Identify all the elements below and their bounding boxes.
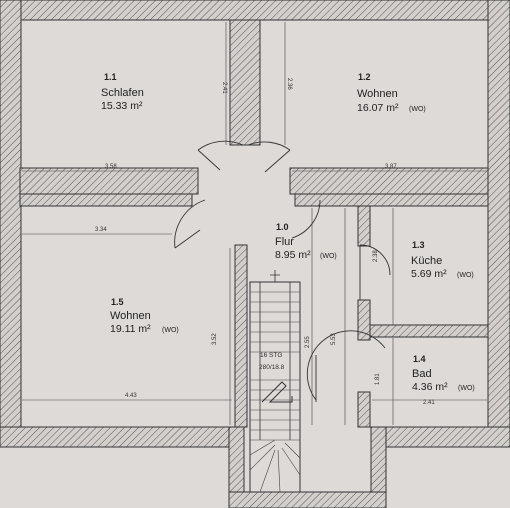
- room-area: 15.33 m²: [101, 100, 143, 112]
- room-label-1-4: 1.4 Bad 4.36 m² (WO): [412, 354, 475, 393]
- room-tag: (WO): [409, 106, 426, 113]
- room-name: Bad: [412, 368, 432, 380]
- door-swings: [174, 140, 391, 402]
- dim-label: 3.52: [212, 333, 218, 345]
- room-label-1-5: 1.5 Wohnen 19.11 m² (WO): [110, 297, 179, 335]
- room-name: Wohnen: [357, 88, 398, 100]
- room-name: Schlafen: [101, 87, 144, 99]
- dim-label: 2.55: [305, 336, 311, 348]
- room-tag: (WO): [162, 327, 179, 334]
- room-number: 1.0: [276, 222, 289, 232]
- room-label-1-2: 1.2 Wohnen 16.07 m² (WO): [357, 72, 426, 114]
- room-area: 4.36 m²: [412, 381, 448, 393]
- stair-steps: 16 STG: [260, 352, 282, 359]
- room-number: 1.3: [412, 240, 425, 250]
- room-label-1-3: 1.3 Küche 5.69 m² (WO): [411, 240, 474, 280]
- stair-label: 16 STG 280/18.8: [259, 352, 285, 371]
- dimension-labels: 3.58 3.87 2.41 2.36 3.34 2.38 3.52 2.55 …: [95, 78, 435, 406]
- room-number: 1.4: [413, 354, 426, 364]
- room-label-1-0: 1.0 Flur 8.95 m² (WO): [275, 222, 337, 261]
- room-number: 1.5: [111, 297, 124, 307]
- dim-label: 1.81: [375, 373, 381, 385]
- room-number: 1.2: [358, 72, 371, 82]
- room-name: Wohnen: [110, 310, 151, 322]
- room-name: Flur: [275, 236, 294, 248]
- room-area: 16.07 m²: [357, 102, 399, 114]
- dim-label: 3.34: [95, 227, 107, 233]
- dim-label: 2.36: [286, 78, 292, 90]
- dim-label: 2.38: [373, 250, 379, 262]
- stair-ratio: 280/18.8: [259, 364, 285, 371]
- room-area: 8.95 m²: [275, 249, 311, 261]
- room-number: 1.1: [104, 72, 117, 82]
- staircase: [249, 270, 301, 493]
- room-area: 5.69 m²: [411, 268, 447, 280]
- room-tag: (WO): [458, 385, 475, 392]
- dim-label: 5.53: [331, 333, 337, 345]
- dim-label: 2.41: [221, 82, 227, 94]
- dim-label: 2.41: [423, 400, 435, 406]
- room-name: Küche: [411, 255, 442, 267]
- room-tag: (WO): [320, 253, 337, 260]
- dim-label: 3.87: [385, 164, 397, 170]
- dim-label: 4.43: [125, 393, 137, 399]
- inner-walls: [19, 19, 489, 428]
- dim-label: 3.58: [105, 164, 117, 170]
- dimension-lines: [22, 22, 487, 425]
- room-area: 19.11 m²: [110, 323, 151, 335]
- room-tag: (WO): [457, 272, 474, 279]
- room-label-1-1: 1.1 Schlafen 15.33 m²: [101, 72, 144, 112]
